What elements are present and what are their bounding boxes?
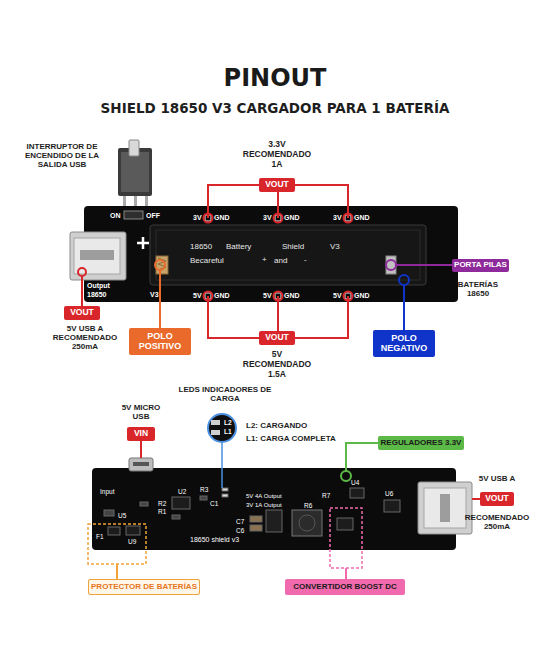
subtitle: SHIELD 18650 V3 CARGADOR PARA 1 BATERÍA [15,101,535,117]
badge-text: PROTECTOR DE BATERÍAS [91,583,197,592]
callout-number: L1 [224,428,232,435]
pin-name: GND [354,214,370,222]
pin-name: 3V [193,214,202,222]
polarity-badge: POLO POSITIVO [129,328,191,355]
annotation-text: BATERÍAS 18650 [448,280,508,298]
callout-number: R7 [322,492,330,499]
vout-badge: VOUT [259,178,295,192]
regulator-badge: REGULADORES 3.3V [378,436,464,450]
protector-badge: PROTECTOR DE BATERÍAS [88,579,200,595]
callout-number: U5 [118,512,126,519]
callout-number: U6 [385,490,393,497]
silkscreen-text: Battery [226,242,251,251]
silkscreen-text: V3 [150,291,159,299]
boost-leader [330,508,362,579]
silkscreen-text: 18650 [87,291,106,299]
switch-photo [118,140,152,206]
switch-slot [124,211,143,219]
callout-number: R6 [304,502,312,509]
badge-text: VOUT [265,180,289,189]
micro-usb-port [129,458,153,471]
annotation-text: 5V USB A [467,474,527,483]
callout-number: L2 [224,419,232,426]
callout-number: C7 [236,518,244,525]
silkscreen-text: 5V 4A Output [246,493,282,500]
annotation-text: 5V USB A RECOMENDADO 250mA [49,324,121,352]
callout-number: R2 [158,500,166,507]
silkscreen-text: 3V 1A Output [246,502,282,509]
callout-number: R3 [200,486,208,493]
vout-badge: VOUT [480,492,514,506]
pin-pads [205,215,351,299]
silkscreen-text: ON [110,212,121,220]
silkscreen-text: Output [87,282,110,290]
badge-text: CONVERTIDOR BOOST DC [293,583,397,592]
polarity-badge: POLO NEGATIVO [373,330,435,357]
vout-badge: VOUT [259,331,295,345]
usb-a-port [418,482,472,534]
callout-number: U4 [351,479,359,486]
pin-name: GND [354,292,370,300]
annotation-text: L2: CARGANDO [246,421,307,430]
silkscreen-text: + [262,255,267,264]
vin-badge: VIN [127,427,155,441]
callout-number: C1 [210,500,218,507]
pin-name: GND [284,214,300,222]
silkscreen-text: 18650 [190,242,212,251]
smd-components [104,488,400,536]
holder-leader [386,260,452,270]
badge-text: VOUT [265,333,289,342]
annotation-text: 5V RECOMENDADO 1.5A [241,350,313,379]
silkscreen-text: Input [100,488,114,495]
pcb-top [84,206,458,302]
badge-text: POLO POSITIVO [131,332,189,352]
title-text: PINOUT [0,64,550,92]
pin-name: 3V [333,214,342,222]
battery-holder [137,225,426,285]
silkscreen-text: 18650 shield v3 [190,536,239,544]
annotation-text: RECOMENDADO 250mA [462,513,532,531]
pin-name: 5V [333,292,342,300]
badge-text: VIN [134,429,148,438]
callout-number: U9 [128,538,136,545]
silkscreen-text: Shield [282,242,304,251]
usb-a-port [70,232,126,280]
pin-name: GND [214,214,230,222]
pin-name: GND [284,292,300,300]
annotation-text: 5V MICRO USB [114,403,168,421]
badge-text: VOUT [485,494,509,503]
annotation-text: L1: CARGA COMPLETA [246,434,336,443]
regulator-leader [341,443,378,481]
vout-leader [78,185,353,338]
holder-badge: PORTA PILAS [452,259,509,272]
badge-text: REGULADORES 3.3V [381,439,462,448]
annotation-text: INTERRUPTOR DE ENCENDIDO DE LA SALIDA US… [20,142,104,170]
callout-number: R1 [158,508,166,515]
silkscreen-text: OFF [146,212,160,220]
callout-number: U2 [178,488,186,495]
negative-leader [399,275,409,330]
vout-badge: VOUT [64,306,100,320]
pin-name: 3V [263,214,272,222]
silkscreen-text: and [274,256,287,265]
pin-name: 5V [193,292,202,300]
annotation-text: LEDS INDICADORES DE CARGA [175,385,275,403]
badge-text: VOUT [70,308,94,317]
pin-name: GND [214,292,230,300]
callout-number: C6 [236,527,244,534]
badge-text: POLO NEGATIVO [375,334,433,354]
annotation-text: 3.3V RECOMENDADO 1A [241,140,313,169]
pin-name: 5V [263,292,272,300]
silkscreen-text: V3 [330,242,340,251]
silkscreen-text: Becareful [190,256,224,265]
silkscreen-text: - [304,255,307,264]
boost-badge: CONVERTIDOR BOOST DC [285,579,405,595]
badge-text: PORTA PILAS [454,261,507,270]
led-zoom [208,414,236,488]
protector-leader [88,524,146,579]
callout-number: F1 [96,533,104,540]
